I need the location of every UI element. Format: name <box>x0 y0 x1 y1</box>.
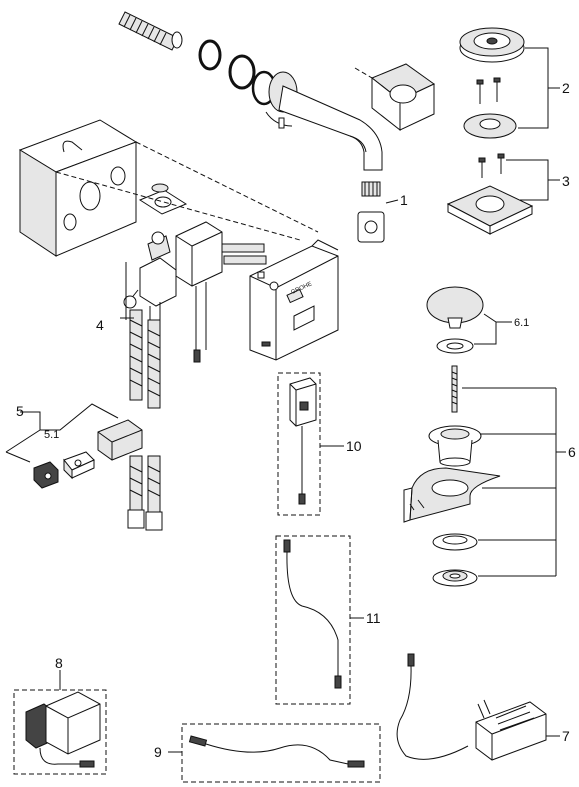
battery-pack <box>25 691 101 768</box>
label-5-1: 5.1 <box>44 429 59 441</box>
label-10: 10 <box>346 438 362 454</box>
o-ring-2 <box>228 54 256 90</box>
braided-hoses <box>129 309 161 409</box>
power-supply-cable <box>396 653 469 760</box>
aerator-key <box>357 211 385 243</box>
drain-nut <box>432 569 478 587</box>
label-1: 1 <box>400 192 408 208</box>
gasket-square <box>138 189 188 215</box>
label-7: 7 <box>562 728 570 744</box>
connector-5 <box>97 419 143 461</box>
label-6-1: 6.1 <box>514 317 529 329</box>
label-6: 6 <box>568 444 576 460</box>
label-8: 8 <box>55 655 63 671</box>
solenoid-valve-assembly <box>123 221 267 363</box>
screws-3 <box>478 153 505 178</box>
drain-washer-top <box>436 338 474 354</box>
mounting-block-3 <box>446 185 534 235</box>
label-4: 4 <box>96 317 104 333</box>
wall-box <box>18 119 138 257</box>
spout <box>278 85 383 171</box>
square-escutcheon <box>371 63 435 132</box>
cable-9 <box>188 735 365 768</box>
label-9: 9 <box>154 744 162 760</box>
o-ring-1 <box>198 39 222 71</box>
power-adapter <box>475 699 547 761</box>
drain-rod <box>451 365 458 413</box>
label-5: 5 <box>16 403 24 419</box>
label-3: 3 <box>562 173 570 189</box>
sensor-module <box>289 377 317 505</box>
threaded-sleeve <box>118 11 183 51</box>
cable-11 <box>283 539 342 689</box>
label-11: 11 <box>366 610 381 626</box>
rosette-cap <box>459 27 525 63</box>
gasket-small <box>151 183 169 193</box>
part-11-box <box>275 535 351 705</box>
label-2: 2 <box>562 80 570 96</box>
part-10-box <box>277 372 321 516</box>
drain-cap <box>426 286 484 329</box>
aerator <box>361 181 381 197</box>
screws-2 <box>476 77 501 104</box>
drain-washer-bottom <box>432 533 478 551</box>
mounting-plate-2 <box>463 113 517 139</box>
connector-5-1 <box>63 451 95 480</box>
part-9-box <box>181 723 381 783</box>
control-panel: GROHE <box>249 245 339 361</box>
supply-hoses <box>127 455 163 531</box>
plug-5 <box>33 461 59 489</box>
drain-flange <box>428 425 482 467</box>
basin-section <box>403 467 501 523</box>
